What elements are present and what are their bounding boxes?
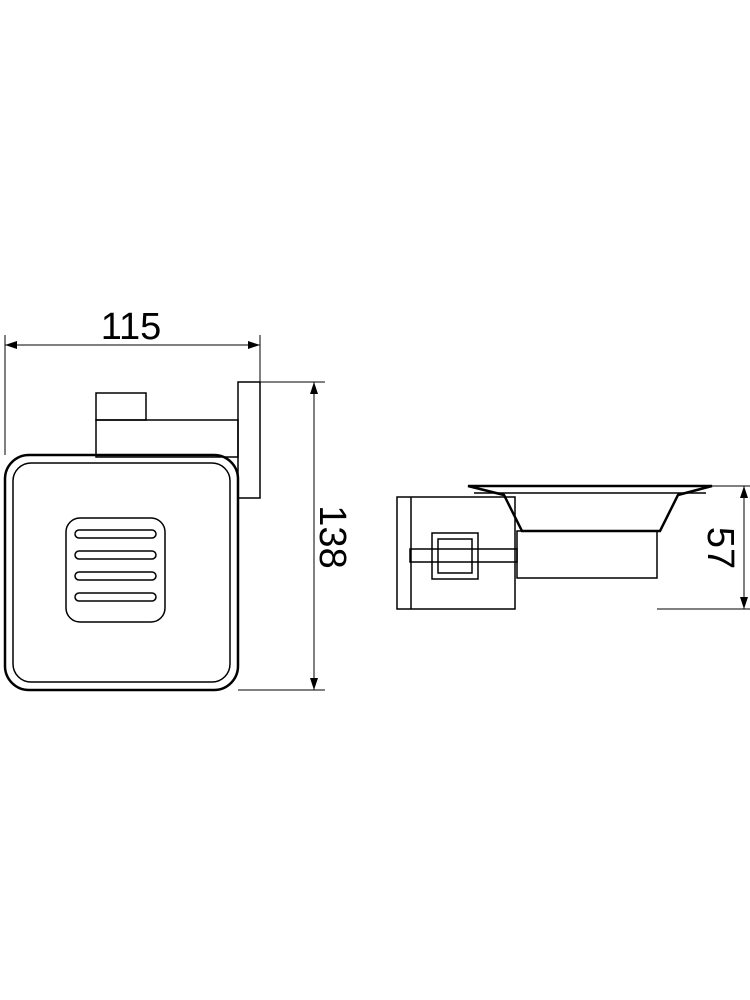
dimension-width: 115 <box>4 306 261 455</box>
height-label: 138 <box>311 505 353 568</box>
grate-frame <box>65 517 166 623</box>
arrow-head <box>5 341 17 349</box>
side-wall-plate <box>396 496 516 610</box>
bracket-cap <box>95 392 147 421</box>
grate-slot <box>74 592 157 602</box>
dish-inner-edge <box>12 462 231 683</box>
grate-slot <box>74 550 157 560</box>
side-arm-block-inner <box>437 538 473 574</box>
arrow-head <box>740 486 748 498</box>
dish-outer-edge <box>3 453 240 692</box>
dish-holder-body <box>516 530 658 579</box>
side-arm <box>409 548 518 563</box>
dimension-height: 138 <box>238 381 353 691</box>
grate-slot <box>74 529 157 539</box>
arrow-head <box>248 341 260 349</box>
drain-grate <box>65 517 166 623</box>
arrow-head <box>310 678 318 690</box>
dimension-side-height: 57 <box>657 485 750 610</box>
front-wall-bracket <box>95 381 261 499</box>
side-view: 57 <box>396 484 750 610</box>
bracket-arm <box>95 419 239 458</box>
grate-slot <box>74 571 157 581</box>
dish-bowl <box>467 484 713 533</box>
wall-plate <box>237 381 261 499</box>
side-arm-block <box>431 532 479 580</box>
width-label: 115 <box>101 306 162 348</box>
front-view: 115 138 <box>3 306 353 692</box>
side-height-label: 57 <box>699 527 741 569</box>
arrow-head <box>740 597 748 609</box>
arrow-head <box>310 382 318 394</box>
